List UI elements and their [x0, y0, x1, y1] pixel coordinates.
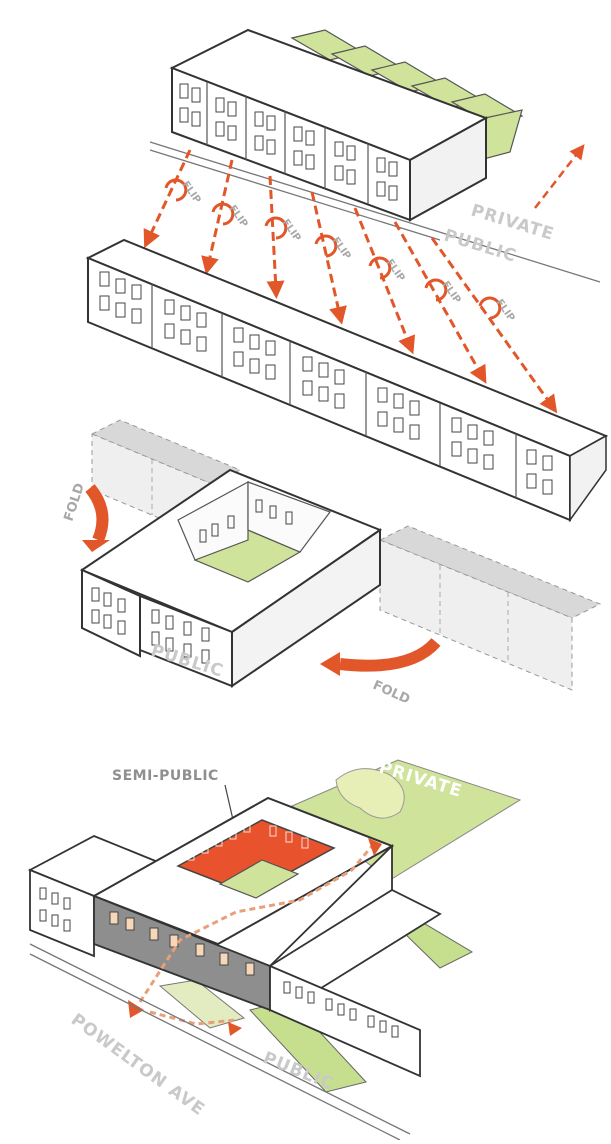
flip-label: FLIP — [180, 179, 203, 205]
orientation-arrow — [534, 144, 585, 209]
flip-arrow-2 — [201, 159, 234, 275]
courtyard-building — [91, 796, 395, 1013]
flip-label: FLIP — [330, 235, 353, 261]
right-rowhouses — [268, 888, 442, 1078]
fold-label-left: FOLD — [62, 481, 88, 523]
ghost-block-right — [378, 525, 602, 691]
inner-courtyard — [218, 859, 300, 899]
fold-label-right: FOLD — [370, 678, 412, 708]
flip-rotation-icons — [164, 178, 502, 320]
flipped-rowhouse-block — [85, 238, 609, 523]
public-label-top: PUBLIC — [442, 226, 519, 267]
street-label: POWELTON AVE — [67, 1010, 208, 1120]
flip-arrow-7 — [430, 237, 558, 414]
flip-label: FLIP — [440, 279, 463, 305]
street-lines-bottom — [29, 943, 411, 1141]
semi-public-label: SEMI-PUBLIC — [112, 768, 219, 784]
fold-arrows — [82, 484, 441, 676]
circulation-path — [138, 845, 374, 1026]
flip-label: FLIP — [384, 257, 407, 283]
street-edge-top — [149, 141, 601, 283]
folded-u-block — [79, 468, 383, 688]
flip-arrow-1 — [143, 149, 192, 249]
original-rowhouse-block — [169, 28, 524, 222]
flip-label: FLIP — [280, 217, 303, 243]
flip-label: FLIP — [227, 203, 250, 229]
flip-label: FLIP — [494, 297, 517, 323]
path-arrows — [128, 838, 382, 1036]
flip-arrow-4 — [310, 191, 347, 325]
flip-arrow-3 — [266, 175, 285, 299]
